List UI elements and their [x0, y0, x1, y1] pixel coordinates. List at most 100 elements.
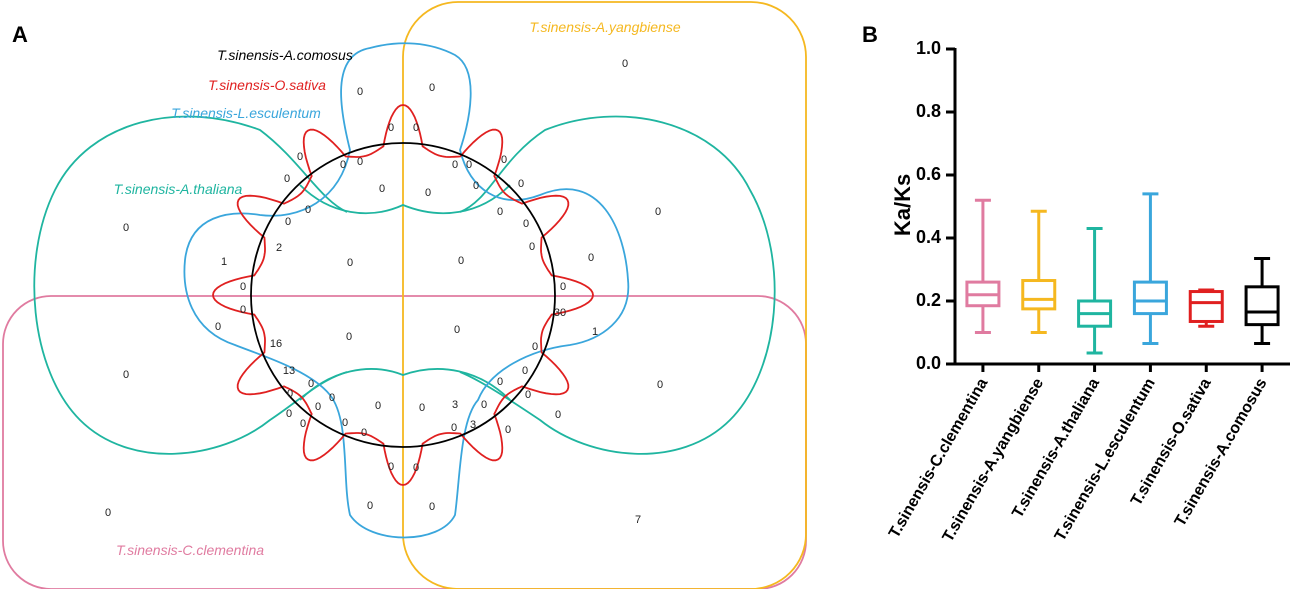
- venn-region-count: 3: [452, 399, 458, 411]
- venn-region-count: 0: [522, 365, 528, 377]
- venn-region-count: 0: [123, 369, 129, 381]
- venn-region-count: 0: [655, 206, 661, 218]
- venn-region-count: 0: [346, 331, 352, 343]
- venn-label-comosus: T.sinensis-A.comosus: [217, 47, 353, 63]
- x-tick-label: T.sinensis-C.clementina: [886, 375, 991, 541]
- y-axis-title: Ka/Ks: [890, 174, 915, 236]
- venn-region-count: 0: [429, 501, 435, 513]
- panel-a-letter: A: [12, 22, 28, 47]
- venn-region-count: 0: [286, 408, 292, 420]
- boxplot: 0.0 0.2 0.4 0.6 0.8 1.0T.sinensis-C.clementin…: [886, 38, 1290, 545]
- venn-region-count: 0: [657, 379, 663, 391]
- venn-label-sativa: T.sinensis-O.sativa: [208, 77, 326, 93]
- venn-region-count: 1: [221, 256, 227, 268]
- venn-region-count: 0: [357, 86, 363, 98]
- venn-region-count: 0: [481, 399, 487, 411]
- venn-region-count: 0: [588, 252, 594, 264]
- venn-set-esculentum: [183, 42, 630, 539]
- box-T.sinensis-C.clementina: [965, 198, 1001, 334]
- venn-region-count: 0: [342, 417, 348, 429]
- venn-region-count: 0: [215, 321, 221, 333]
- x-tick-label: T.sinensis-A.yangbiense: [940, 375, 1048, 545]
- venn-set-sativa: [212, 104, 594, 486]
- venn-set-comosus: [250, 142, 556, 448]
- box-iqr: [1188, 290, 1224, 323]
- venn-label-esculentum: T.sinensis-L.esculentum: [171, 105, 321, 121]
- venn-region-count: 0: [413, 122, 419, 134]
- venn-region-count: 0: [123, 222, 129, 234]
- venn-region-count: 0: [305, 204, 311, 216]
- venn-diagram: [2, 1, 807, 589]
- venn-set-thaliana-top: [299, 184, 511, 215]
- venn-region-count: 0: [560, 281, 566, 293]
- y-tick-label: 0.4: [916, 227, 941, 247]
- panel-b-letter: B: [862, 22, 878, 47]
- box-T.sinensis-A.thaliana: [1077, 227, 1113, 355]
- venn-region-count: 0: [505, 424, 511, 436]
- box-iqr: [1132, 280, 1168, 316]
- box-iqr: [1021, 279, 1057, 311]
- box-iqr: [1244, 285, 1280, 327]
- venn-region-count: 0: [451, 422, 457, 434]
- venn-region-count: 0: [105, 507, 111, 519]
- venn-region-count: 0: [429, 82, 435, 94]
- y-tick-label: 0.0: [916, 353, 941, 373]
- box-T.sinensis-A.yangbiense: [1021, 209, 1057, 334]
- venn-region-count: 0: [347, 257, 353, 269]
- venn-region-count: 0: [419, 402, 425, 414]
- venn-label-clementina: T.sinensis-C.clementina: [116, 542, 264, 558]
- venn-set-thaliana-bottom: [299, 368, 511, 401]
- venn-region-count: 3: [470, 419, 476, 431]
- venn-region-count: 0: [497, 376, 503, 388]
- venn-region-count: 0: [388, 461, 394, 473]
- venn-region-count: 0: [466, 159, 472, 171]
- venn-region-count: 7: [635, 514, 641, 526]
- venn-region-count: 0: [340, 159, 346, 171]
- venn-region-count: 0: [357, 156, 363, 168]
- venn-region-count: 0: [425, 187, 431, 199]
- box-T.sinensis-L.esculentum: [1132, 192, 1168, 346]
- venn-region-count: 0: [240, 304, 246, 316]
- venn-region-count: 0: [452, 159, 458, 171]
- venn-region-count: 0: [308, 378, 314, 390]
- venn-label-yangbiense: T.sinensis-A.yangbiense: [529, 19, 680, 35]
- venn-region-count: 0: [501, 154, 507, 166]
- venn-region-count: 0: [300, 418, 306, 430]
- venn-region-count: 0: [525, 389, 531, 401]
- box-T.sinensis-O.sativa: [1188, 288, 1224, 328]
- venn-region-count: 0: [413, 462, 419, 474]
- venn-region-count: 0: [361, 427, 367, 439]
- venn-region-count: 0: [297, 151, 303, 163]
- venn-region-count: 0: [329, 392, 335, 404]
- venn-region-count: 0: [454, 324, 460, 336]
- venn-set-yangbiense: [402, 1, 807, 589]
- venn-label-thaliana: T.sinensis-A.thaliana: [114, 181, 243, 197]
- x-tick-label: T.sinensis-L.esculentum: [1052, 376, 1159, 545]
- venn-region-count: 30: [554, 307, 566, 319]
- venn-region-count: 0: [532, 341, 538, 353]
- venn-region-count: 0: [388, 122, 394, 134]
- venn-set-labels: T.sinensis-A.comosus T.sinensis-O.sativa…: [114, 19, 681, 558]
- venn-region-count: 0: [287, 388, 293, 400]
- venn-region-count: 0: [285, 216, 291, 228]
- y-tick-label: 0.6: [916, 164, 941, 184]
- venn-region-count: 0: [379, 183, 385, 195]
- venn-region-count: 13: [283, 365, 295, 377]
- y-tick-label: 1.0: [916, 38, 941, 58]
- venn-region-count: 0: [367, 500, 373, 512]
- y-tick-label: 0.8: [916, 101, 941, 121]
- venn-region-count: 0: [284, 173, 290, 185]
- venn-region-count: 0: [523, 218, 529, 230]
- venn-region-count: 1: [592, 326, 598, 338]
- venn-region-count: 0: [529, 241, 535, 253]
- venn-region-count: 0: [240, 281, 246, 293]
- venn-region-count: 0: [315, 401, 321, 413]
- y-tick-label: 0.2: [916, 290, 941, 310]
- venn-set-thaliana-left: [33, 115, 348, 455]
- venn-region-count: 0: [497, 206, 503, 218]
- venn-set-thaliana-right: [459, 115, 776, 455]
- box-T.sinensis-A.comosus: [1244, 256, 1280, 346]
